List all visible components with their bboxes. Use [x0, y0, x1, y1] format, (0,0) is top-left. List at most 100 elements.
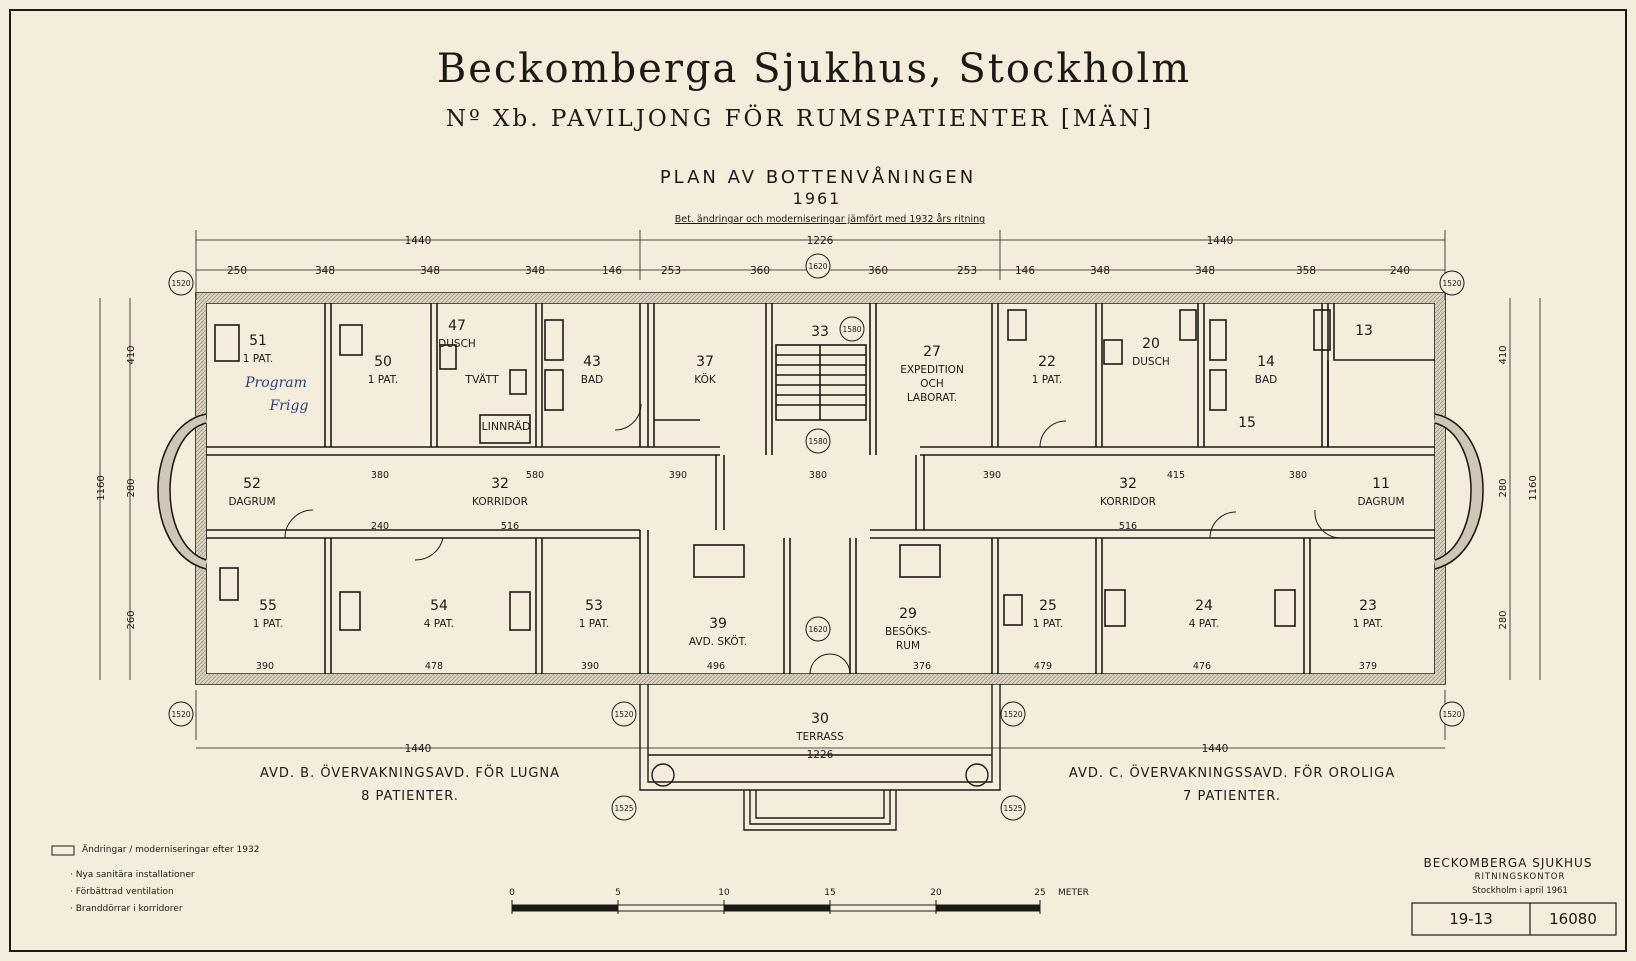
level-marker: [611, 701, 637, 727]
legend-swatch: [51, 845, 75, 856]
room-label: 1 PAT.: [253, 618, 284, 630]
level-marker-label: 1520: [1442, 279, 1461, 288]
legend-item: · Förbättrad ventilation: [70, 887, 174, 897]
department-right-count: 7 PATIENTER.: [1183, 789, 1281, 804]
sheet-border: [9, 9, 1627, 952]
dimension-label: 360: [868, 265, 888, 277]
level-marker: [1000, 795, 1026, 821]
scale-tick-label: 0: [509, 888, 515, 898]
dimension-label: 580: [526, 470, 544, 481]
room-label: DUSCH: [1132, 356, 1170, 368]
department-right: AVD. C. ÖVERVAKNINGSSAVD. FÖR OROLIGA 7 …: [1069, 762, 1395, 808]
room-number: 20: [1142, 336, 1160, 352]
room-label: 1 PAT.: [1032, 374, 1063, 386]
dimension-label: 146: [1015, 265, 1035, 277]
level-marker: [611, 795, 637, 821]
room-label: BAD: [581, 374, 603, 386]
dimension-label: 250: [227, 265, 247, 277]
level-marker: [168, 701, 194, 727]
title-block: [1411, 902, 1617, 936]
level-marker: [805, 428, 831, 454]
drawing-title: Beckomberga Sjukhus, Stockholm: [436, 46, 1192, 92]
room-number: 13: [1355, 323, 1373, 339]
level-marker-label: 1520: [171, 279, 190, 288]
dimension-label: 253: [661, 265, 681, 277]
dimension-label: 146: [602, 265, 622, 277]
dimension-label: 478: [425, 661, 443, 672]
dimension-label: 516: [501, 521, 519, 532]
department-right-name: AVD. C. ÖVERVAKNINGSSAVD. FÖR OROLIGA: [1068, 766, 1396, 781]
dimension-label: 348: [315, 265, 335, 277]
dimension-label: 280: [1498, 478, 1509, 497]
level-marker: [168, 270, 194, 296]
room-number: 11: [1372, 476, 1390, 492]
dimension-label: 415: [1167, 470, 1185, 481]
dimension-label: 280: [1498, 610, 1509, 629]
dimension-label: 240: [1390, 265, 1410, 277]
legend-item-label: Branddörrar i korridorer: [75, 904, 183, 914]
scale-bar: [511, 900, 1041, 914]
dimension-label: 1160: [1528, 475, 1539, 500]
department-left-name: AVD. B. ÖVERVAKNINGSAVD. FÖR LUGNA: [259, 766, 561, 781]
dimension-label: 380: [1289, 470, 1307, 481]
dimension-label: 479: [1034, 661, 1052, 672]
dimension-label: 1440: [405, 235, 432, 247]
dimension-label: 376: [913, 661, 931, 672]
dimension-lines: [99, 230, 1541, 749]
dimension-label: 348: [420, 265, 440, 277]
dimension-label: 348: [1195, 265, 1215, 277]
room-number: 51: [249, 333, 267, 349]
place-date: Stockholm i april 1961: [1472, 886, 1568, 896]
dimension-label: 348: [1090, 265, 1110, 277]
handwritten-note: Frigg: [269, 398, 309, 414]
level-marker: [805, 616, 831, 642]
room-label: 1 PAT.: [1033, 618, 1064, 630]
room-number: 54: [430, 598, 448, 614]
room-number: TVÄTT: [464, 373, 499, 386]
dimension-label: 410: [1498, 345, 1509, 364]
dimension-label: 380: [371, 470, 389, 481]
legend-item: · Branddörrar i korridorer: [70, 904, 183, 914]
legend-item: · Nya sanitära installationer: [70, 870, 195, 880]
dimension-label: 1440: [1207, 235, 1234, 247]
drawing-number-a: 19-13: [1449, 910, 1493, 928]
dimension-label: 1440: [1202, 743, 1229, 755]
room-number: 47: [448, 318, 466, 334]
handwritten-note: Program: [244, 375, 307, 391]
scale-tick-label: 5: [615, 888, 621, 898]
level-marker-label: 1620: [808, 625, 827, 634]
room-label: 1 PAT.: [579, 618, 610, 630]
level-marker-label: 1620: [808, 262, 827, 271]
dimension-label: 360: [750, 265, 770, 277]
room-number: 53: [585, 598, 603, 614]
room-number: 25: [1039, 598, 1057, 614]
room-number: 33: [811, 324, 829, 340]
room-label: TERRASS: [795, 731, 844, 743]
dimension-label: 390: [983, 470, 1001, 481]
room-label: 1 PAT.: [368, 374, 399, 386]
office-department: RITNINGSKONTOR: [1474, 872, 1566, 882]
legend-box-label: Ändringar / moderniseringar efter 1932: [82, 845, 260, 855]
room-label: KORRIDOR: [1100, 496, 1156, 508]
room-number: 24: [1195, 598, 1213, 614]
plan-year: 1961: [792, 189, 842, 208]
level-marker-label: 1580: [842, 325, 861, 334]
level-marker: [805, 253, 831, 279]
room-number: 23: [1359, 598, 1377, 614]
level-marker-label: 1520: [614, 710, 633, 719]
dimension-label: 1160: [96, 475, 107, 500]
level-marker: [1439, 270, 1465, 296]
room-label: 1 PAT.: [243, 353, 274, 365]
scale-tick-label: 15: [824, 888, 836, 898]
dimension-label: 1226: [807, 235, 834, 247]
department-left: AVD. B. ÖVERVAKNINGSAVD. FÖR LUGNA 8 PAT…: [260, 762, 560, 808]
dimension-label: 260: [126, 610, 137, 629]
scale-tick-label: 20: [930, 888, 942, 898]
room-number: 50: [374, 354, 392, 370]
level-marker-label: 1525: [614, 804, 633, 813]
dimension-label: 496: [707, 661, 725, 672]
building-walls: [157, 292, 1484, 685]
room-label: DAGRUM: [1357, 496, 1404, 508]
room-number: 39: [709, 616, 727, 632]
